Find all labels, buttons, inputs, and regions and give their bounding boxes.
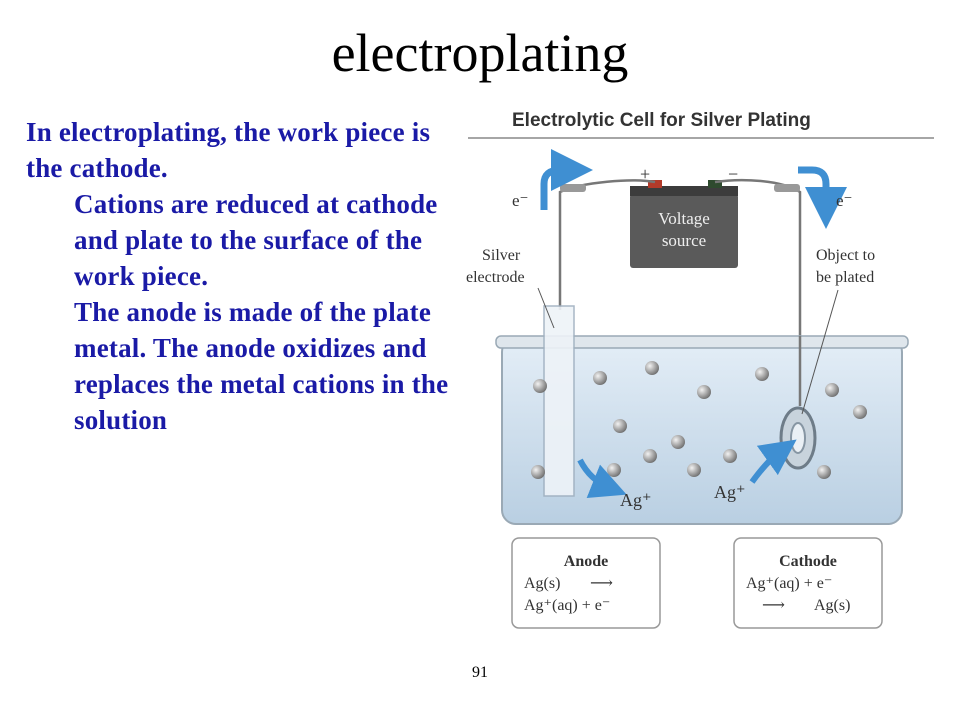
electron-label-right: e⁻ [836,191,853,210]
object-label-line2: be plated [816,269,874,286]
figure-title: Electrolytic Cell for Silver Plating [512,110,811,131]
ion-arrow-left [577,458,627,499]
voltage-label-line2: source [662,231,706,250]
electrolytic-cell-figure: Electrolytic Cell for Silver Plating Vol… [462,100,942,640]
anode-title: Anode [564,553,608,570]
slide-title: electroplating [331,23,629,83]
ion-particles [531,361,867,479]
intro-text: In electroplating, the work piece is the… [26,117,431,183]
right-clip [774,184,800,192]
silver-electrode [543,305,575,497]
plus-sign: + [640,164,650,184]
cathode-line2: Ag(s) [814,597,850,614]
object-label-line1: Object to [816,247,875,264]
ion-label-left: Ag⁺ [620,490,652,510]
electron-label-left: e⁻ [512,191,529,210]
left-wire [558,179,656,310]
anode-line1: Ag(s) [524,575,560,592]
cathode-arrow: ⟶ [762,597,785,614]
ion-arrow-right [749,439,797,484]
ion-label-right: Ag⁺ [714,482,746,502]
point-anode-oxidation: The anode is made of the plate metal. Th… [74,297,449,435]
electron-arrow-left [540,149,593,210]
silver-electrode-label-line1: Silver [482,247,521,264]
minus-sign: − [728,164,738,184]
cathode-title: Cathode [779,553,837,570]
anode-line2: Ag⁺(aq) + e⁻ [524,597,610,614]
anode-arrow: ⟶ [590,575,613,592]
voltage-label-line1: Voltage [658,209,710,228]
electron-arrow-right [798,166,847,229]
point-cathode-reduction: Cations are reduced at cathode and plate… [74,189,438,291]
anode-reaction-box: Anode Ag(s) ⟶ Ag⁺(aq) + e⁻ [511,537,661,629]
silver-electrode-pointer [537,287,555,329]
body-text: In electroplating, the work piece is the… [26,114,456,438]
cathode-line1: Ag⁺(aq) + e⁻ [746,575,832,592]
page-number: 91 [472,664,488,681]
left-clip [560,184,586,192]
right-wire [714,178,802,336]
voltage-source: Voltage source [630,180,738,268]
silver-electrode-label-line2: electrode [466,269,525,286]
cathode-reaction-box: Cathode Ag⁺(aq) + e⁻ ⟶ Ag(s) [733,537,883,629]
object-pointer [801,289,839,415]
